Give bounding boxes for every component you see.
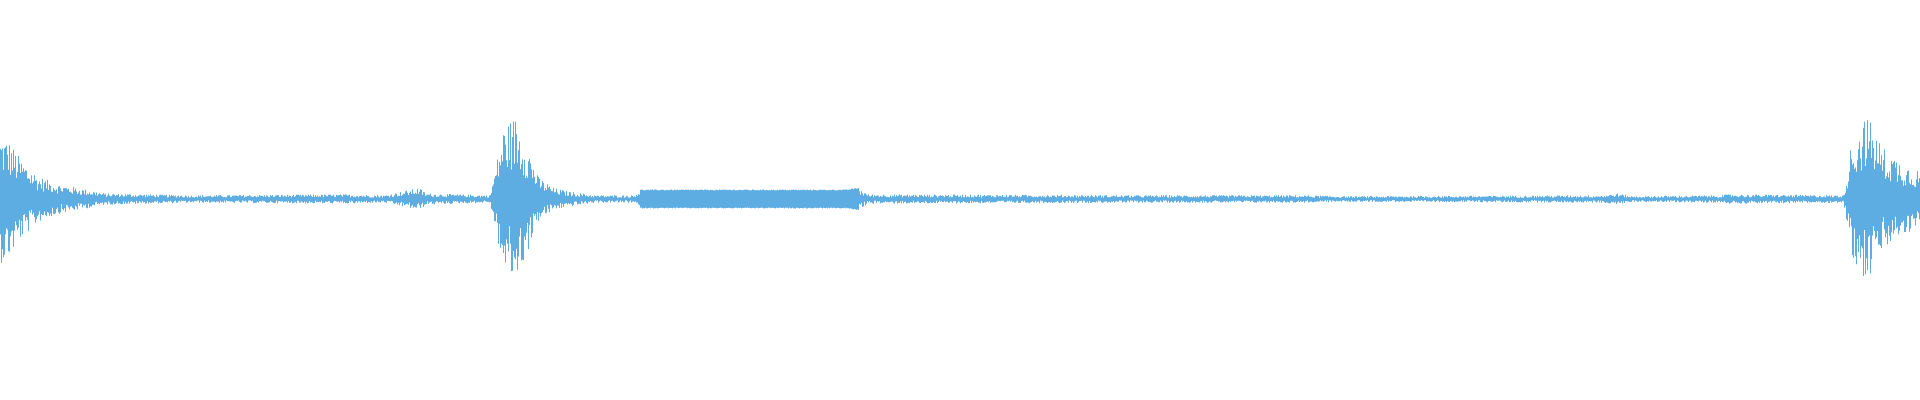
waveform-lines [0,120,1920,276]
waveform-path [0,120,1920,276]
